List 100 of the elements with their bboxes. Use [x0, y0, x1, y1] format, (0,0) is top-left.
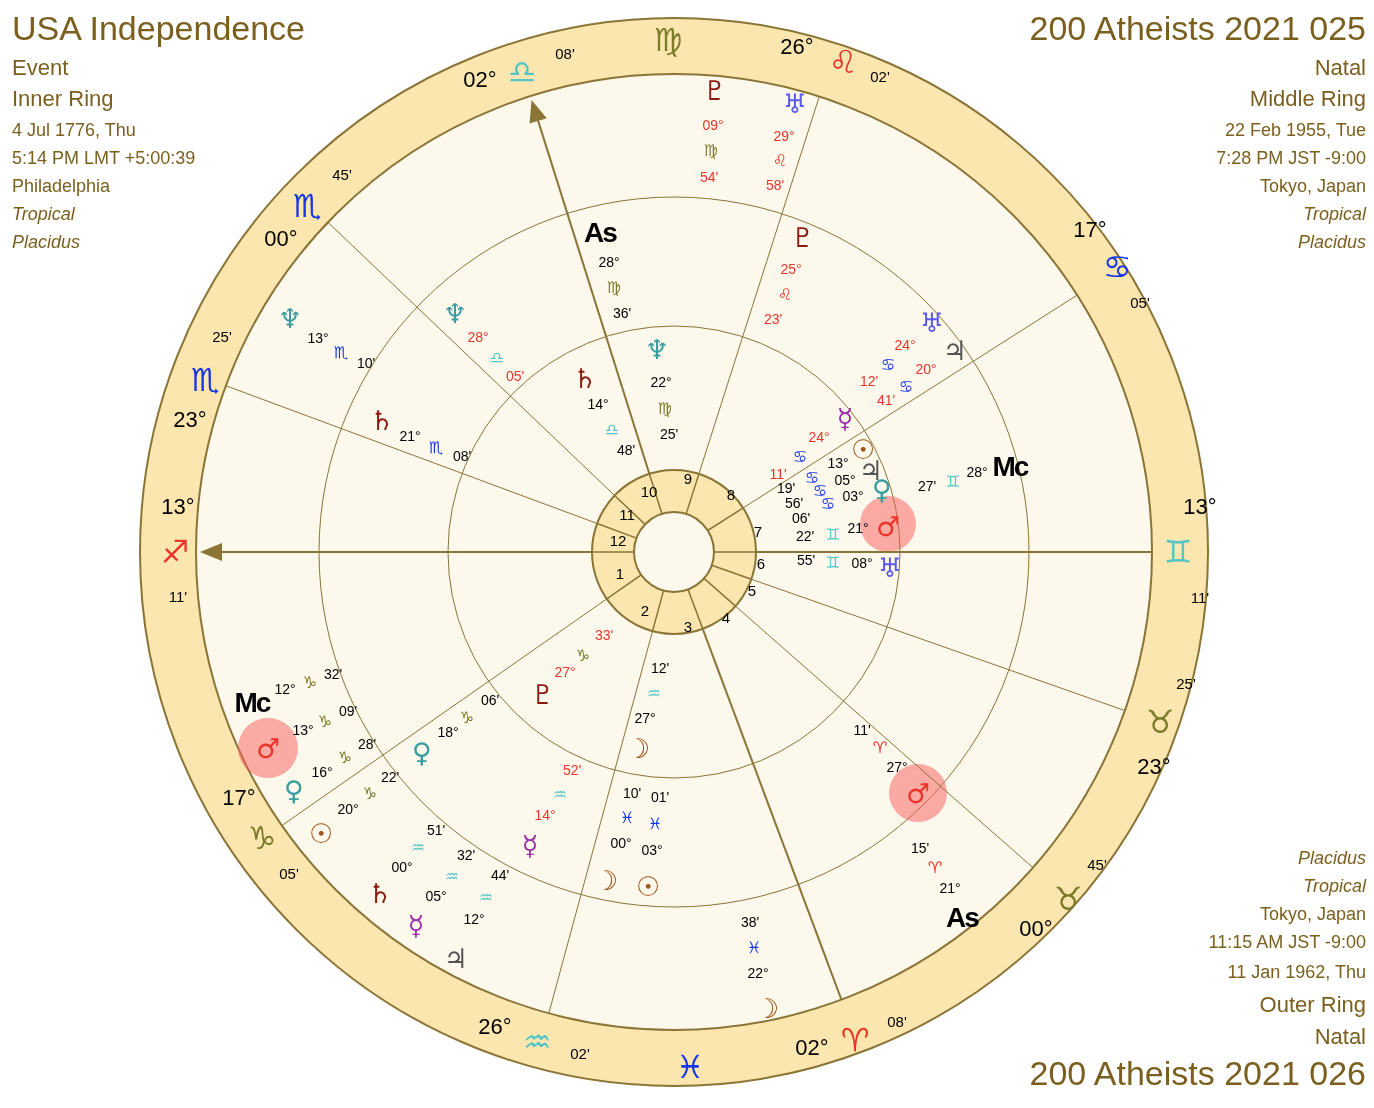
position-text: 21°	[847, 521, 869, 535]
position-text: 16°	[311, 765, 333, 779]
sign-symbol: ♒	[646, 686, 662, 702]
cusp-degree: 13°	[1183, 496, 1217, 518]
planet-symbol: ♀	[412, 738, 432, 766]
house-number: 10	[640, 483, 658, 499]
angle-label: Mc	[234, 689, 270, 717]
position-text: 12'	[859, 374, 879, 388]
planet-symbol: ♅	[782, 89, 808, 117]
chart-info-text: Placidus	[1297, 849, 1366, 867]
sign-symbol: ♓	[746, 940, 762, 956]
position-text: 55'	[796, 553, 816, 567]
position-text: 28'	[357, 737, 377, 751]
chart-info-text: 22 Feb 1955, Tue	[1224, 121, 1366, 139]
planet-symbol: ♃	[443, 944, 469, 972]
planet-symbol: ♃	[942, 336, 968, 364]
planet-symbol: ♄	[367, 879, 393, 907]
planet-symbol: ♇	[790, 223, 816, 251]
chart-info-text: Natal	[1314, 57, 1366, 79]
zodiac-sign-symbol: ♎	[507, 56, 537, 88]
house-number: 8	[726, 486, 736, 502]
sign-symbol: ♒	[444, 869, 460, 885]
chart-info-text: Tokyo, Japan	[1259, 177, 1366, 195]
position-text: 54'	[699, 170, 719, 184]
planet-symbol: ♆	[442, 299, 468, 327]
sign-symbol: ♊	[825, 555, 841, 571]
planet-symbol: ♂	[255, 734, 281, 762]
zodiac-sign-symbol: ♓	[675, 1051, 705, 1083]
position-text: 15'	[910, 841, 930, 855]
sign-symbol: ♒	[410, 840, 426, 856]
position-text: 51'	[426, 823, 446, 837]
zodiac-sign-symbol: ♈	[840, 1024, 870, 1056]
position-text: 13°	[292, 723, 314, 737]
position-text: 58'	[765, 178, 785, 192]
position-text: 27°	[886, 760, 908, 774]
position-text: 32'	[456, 848, 476, 862]
position-text: 14°	[587, 397, 609, 411]
sign-symbol: ♋	[804, 470, 820, 486]
position-text: 52'	[562, 763, 582, 777]
planet-symbol: ♅	[919, 308, 945, 336]
chart-info-text: Tokyo, Japan	[1259, 905, 1366, 923]
sign-symbol: ♎	[489, 350, 505, 366]
sign-symbol: ♒	[552, 787, 568, 803]
position-text: 20°	[915, 362, 937, 376]
position-text: 25'	[659, 427, 679, 441]
cusp-degree: 23°	[173, 409, 207, 431]
sign-symbol: ♑	[302, 675, 318, 691]
position-text: 19'	[776, 481, 796, 495]
position-text: 12'	[650, 661, 670, 675]
position-text: 06'	[480, 693, 500, 707]
position-text: 00°	[391, 860, 413, 874]
chart-info-text: Inner Ring	[12, 88, 114, 110]
angle-label: Mc	[992, 453, 1028, 481]
position-text: 23'	[763, 312, 783, 326]
chart-info-text: 7:28 PM JST -9:00	[1216, 149, 1366, 167]
zodiac-sign-symbol: ♏	[190, 364, 220, 396]
sign-symbol: ♏	[428, 440, 444, 456]
sign-symbol: ♋	[898, 379, 914, 395]
position-text: 13°	[827, 456, 849, 470]
position-text: 28°	[467, 330, 489, 344]
planet-symbol: ☿	[407, 911, 425, 939]
position-text: 12°	[274, 682, 296, 696]
sign-symbol: ♓	[647, 816, 663, 832]
chart-info-text: Philadelphia	[12, 177, 111, 195]
house-number: 12	[609, 532, 627, 548]
house-number: 3	[683, 618, 693, 634]
planet-symbol: ♆	[277, 304, 303, 332]
sign-symbol: ♑	[362, 786, 378, 802]
planet-symbol: ♇	[530, 680, 556, 708]
house-number: 11	[619, 506, 635, 522]
sign-symbol: ♈	[872, 740, 888, 756]
position-text: 11'	[769, 467, 787, 481]
chart-heading: USA Independence	[12, 11, 306, 45]
chart-info-text: 5:14 PM LMT +5:00:39	[12, 149, 196, 167]
planet-symbol: ☽	[625, 734, 651, 762]
chart-info-text: Placidus	[12, 233, 81, 251]
position-text: 21°	[399, 429, 421, 443]
planet-symbol: ♀	[284, 776, 304, 804]
planet-symbol: ☉	[635, 872, 661, 900]
sign-symbol: ♓	[619, 810, 635, 826]
position-text: 00°	[610, 836, 632, 850]
chart-heading: 200 Atheists 2021 025	[1029, 11, 1366, 45]
position-text: 28°	[966, 465, 988, 479]
planet-symbol: ☉	[308, 819, 334, 847]
zodiac-sign-symbol: ♑	[247, 822, 277, 854]
zodiac-sign-symbol: ♊	[1163, 536, 1193, 568]
cusp-minute: 25'	[1176, 675, 1196, 691]
planet-symbol: ♇	[702, 76, 728, 104]
chart-info-text: Natal	[1314, 1026, 1366, 1048]
position-text: 22'	[795, 529, 815, 543]
position-text: 13°	[307, 331, 329, 345]
zodiac-sign-symbol: ♒	[522, 1026, 552, 1058]
sign-symbol: ♌	[772, 153, 788, 169]
planet-symbol: ☿	[836, 404, 854, 432]
sign-symbol: ♒	[478, 890, 494, 906]
planet-symbol: ♄	[369, 406, 395, 434]
sign-symbol: ♍	[657, 401, 673, 417]
house-number: 6	[756, 555, 766, 571]
sign-symbol: ♋	[820, 496, 836, 512]
sign-symbol: ♌	[777, 287, 793, 303]
